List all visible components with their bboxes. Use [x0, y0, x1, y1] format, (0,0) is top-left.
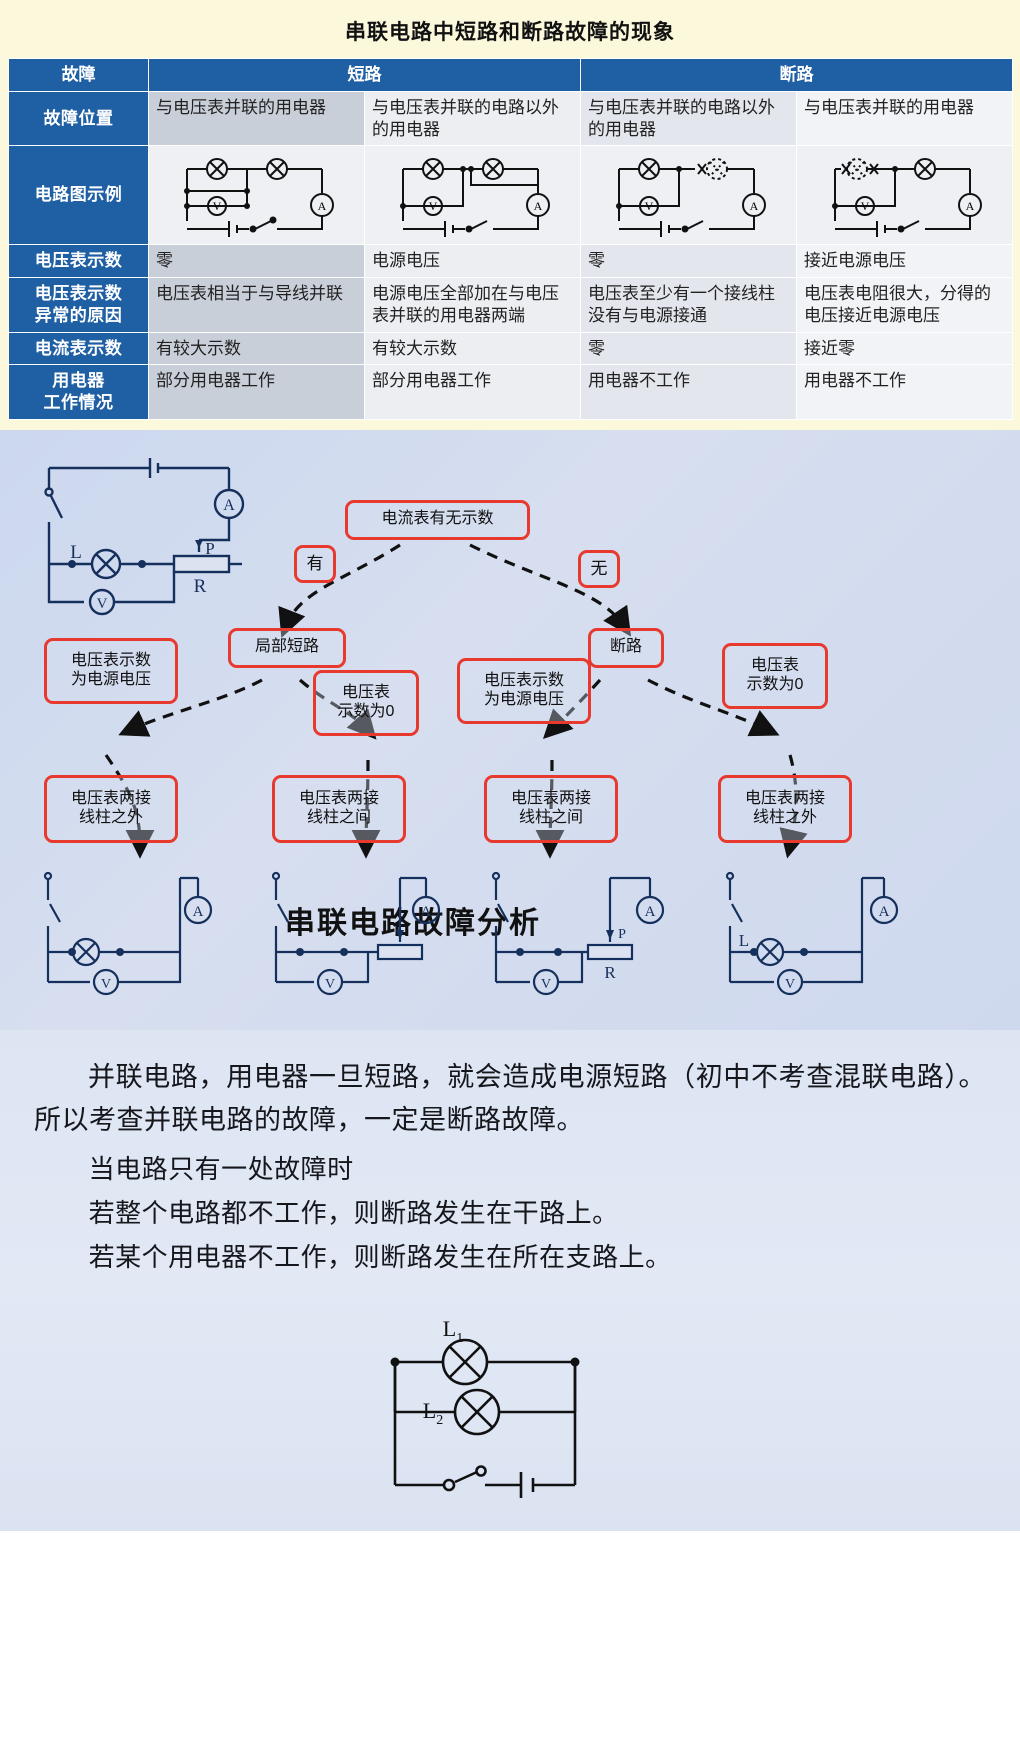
cell-circuit-diagram-4: A V [796, 145, 1013, 246]
slider-label: P [205, 539, 214, 558]
ammeter-label: A [223, 497, 235, 514]
cell-fault-location-2: 与电压表并联的电路以外的用电器 [364, 90, 581, 147]
cell-ammeter-2: 有较大示数 [364, 331, 581, 366]
header-open-circuit: 断路 [580, 58, 1013, 92]
cell-status-2: 部分用电器工作 [364, 364, 581, 420]
worksheet-page: 串联电路中短路和断路故障的现象 故障 短路 断路 故障位置 与电压表并联的用电器… [0, 0, 1020, 1531]
circuit-diagram-short-2: A V [399, 158, 550, 238]
resistor-label: R [604, 963, 616, 982]
voltmeter-label: V [97, 596, 108, 612]
cell-voltmeter-2: 电源电压 [364, 244, 581, 278]
resistor-label: R [194, 576, 207, 597]
cell-circuit-diagram-1: A V [148, 145, 365, 246]
cell-fault-location-4: 与电压表并联的用电器 [796, 90, 1013, 147]
flow-node-reading-zero-1[interactable]: 电压表 示数为0 [313, 669, 419, 736]
parallel-circuit-diagram: L1 L2 [390, 1316, 580, 1498]
cell-reason-1: 电压表相当于与导线并联 [148, 277, 365, 333]
circuit-diagram-short-1: A V [183, 158, 334, 238]
flow-node-between-terminals-2[interactable]: 电压表两接 线柱之间 [484, 774, 618, 843]
cell-ammeter-3: 零 [580, 331, 797, 366]
ammeter-label: A [749, 199, 758, 213]
flow-label-yes[interactable]: 有 [294, 544, 336, 583]
lamp-label: L [70, 542, 82, 563]
voltmeter-label: V [644, 199, 653, 213]
prose-section: 并联电路，用电器一旦短路，就会造成电源短路（初中不考查混联电路）。所以考查并联电… [0, 1029, 1020, 1531]
flow-node-outside-terminals-2[interactable]: 电压表两接 线柱之外 [718, 774, 852, 843]
voltmeter-label: V [101, 977, 111, 992]
voltmeter-label: V [325, 977, 335, 992]
cell-status-4: 用电器不工作 [796, 364, 1013, 420]
cell-circuit-diagram-3: A V [580, 145, 797, 246]
table-header-row: 故障 短路 断路 [8, 58, 1013, 92]
fault-table-section: 串联电路中短路和断路故障的现象 故障 短路 断路 故障位置 与电压表并联的用电器… [0, 0, 1020, 430]
rowlabel-circuit-example: 电路图示例 [8, 145, 149, 246]
lamp2-label: L2 [423, 1398, 443, 1428]
table-row-circuit-example: 电路图示例 [8, 145, 1013, 246]
flow-label-no[interactable]: 无 [578, 549, 620, 588]
rowlabel-abnormal-reason: 电压表示数 异常的原因 [8, 277, 149, 333]
header-short-circuit: 短路 [148, 58, 581, 92]
ammeter-label: A [879, 904, 890, 920]
table-row-voltmeter-reading: 电压表示数 零 电源电压 零 接近电源电压 [8, 244, 1013, 278]
voltmeter-label: V [785, 977, 795, 992]
ammeter-label: A [533, 199, 542, 213]
bottom-circuit-diagram-1: A V [43, 871, 213, 995]
flow-node-reading-zero-2[interactable]: 电压表 示数为0 [722, 642, 828, 709]
circuit-diagram-open-3: A V [615, 158, 766, 238]
flow-node-outside-terminals-1[interactable]: 电压表两接 线柱之外 [44, 774, 178, 843]
lamp1-label: L1 [443, 1316, 463, 1346]
flow-node-root[interactable]: 电流表有无示数 [345, 499, 530, 540]
fault-table: 故障 短路 断路 故障位置 与电压表并联的用电器 与电压表并联的电路以外的用电器… [8, 58, 1013, 420]
cell-reason-3: 电压表至少有一个接线柱没有与电源接通 [580, 277, 797, 333]
table-row-appliance-status: 用电器 工作情况 部分用电器工作 部分用电器工作 用电器不工作 用电器不工作 [8, 364, 1013, 420]
voltmeter-label: V [860, 199, 869, 213]
prose-line-2: 若整个电路都不工作，则断路发生在干路上。 [88, 1199, 619, 1229]
flowchart-title: 串联电路故障分析 [285, 906, 541, 940]
voltmeter-label: V [428, 199, 437, 213]
rowlabel-voltmeter-reading: 电压表示数 [8, 244, 149, 278]
reference-circuit-diagram: A V L P R [44, 457, 245, 615]
cell-status-3: 用电器不工作 [580, 364, 797, 420]
rowlabel-ammeter-reading: 电流表示数 [8, 331, 149, 366]
prose-line-3: 若某个用电器不工作，则断路发生在所在支路上。 [88, 1243, 672, 1273]
voltmeter-label: V [212, 199, 221, 213]
ammeter-label: A [965, 199, 974, 213]
cell-reason-2: 电源电压全部加在与电压表并联的用电器两端 [364, 277, 581, 333]
table-row-ammeter-reading: 电流表示数 有较大示数 有较大示数 零 接近零 [8, 331, 1013, 366]
cell-voltmeter-1: 零 [148, 244, 365, 278]
cell-voltmeter-4: 接近电源电压 [796, 244, 1013, 278]
cell-ammeter-4: 接近零 [796, 331, 1013, 366]
cell-fault-location-3: 与电压表并联的电路以外的用电器 [580, 90, 797, 147]
table-title: 串联电路中短路和断路故障的现象 [345, 20, 675, 44]
cell-voltmeter-3: 零 [580, 244, 797, 278]
flowchart-section: A V L P R 串联电路故障分析 [0, 429, 1020, 1030]
ammeter-label: A [317, 199, 326, 213]
table-row-abnormal-reason: 电压表示数 异常的原因 电压表相当于与导线并联 电源电压全部加在与电压表并联的用… [8, 277, 1013, 333]
flow-node-partial-short[interactable]: 局部短路 [228, 627, 346, 668]
table-row-fault-location: 故障位置 与电压表并联的用电器 与电压表并联的电路以外的用电器 与电压表并联的电… [8, 90, 1013, 147]
cell-reason-4: 电压表电阻很大，分得的电压接近电源电压 [796, 277, 1013, 333]
circuit-diagram-open-4: A V [831, 158, 982, 238]
lamp-label: L [739, 931, 749, 950]
header-corner: 故障 [8, 58, 149, 92]
cell-circuit-diagram-2: A V [364, 145, 581, 246]
bottom-circuit-diagram-4: A V L [725, 871, 899, 995]
rowlabel-appliance-status: 用电器 工作情况 [8, 364, 149, 420]
parallel-circuit-figure: L1 L2 [34, 1282, 986, 1515]
ammeter-label: A [645, 904, 656, 920]
flow-node-reading-source-voltage-2[interactable]: 电压表示数 为电源电压 [457, 657, 591, 724]
cell-ammeter-1: 有较大示数 [148, 331, 365, 366]
ammeter-label: A [193, 904, 204, 920]
rowlabel-fault-location: 故障位置 [8, 90, 149, 147]
prose-line-1: 当电路只有一处故障时 [88, 1155, 354, 1185]
cell-status-1: 部分用电器工作 [148, 364, 365, 420]
voltmeter-label: V [541, 977, 551, 992]
cell-fault-location-1: 与电压表并联的用电器 [148, 90, 365, 147]
flow-node-reading-source-voltage-1[interactable]: 电压表示数 为电源电压 [44, 637, 178, 704]
prose-paragraph-1: 并联电路，用电器一旦短路，就会造成电源短路（初中不考查混联电路）。所以考查并联电… [34, 1061, 986, 1136]
flow-node-between-terminals-1[interactable]: 电压表两接 线柱之间 [272, 774, 406, 843]
flow-node-open-circuit[interactable]: 断路 [588, 627, 664, 668]
slider-label: P [618, 927, 626, 942]
